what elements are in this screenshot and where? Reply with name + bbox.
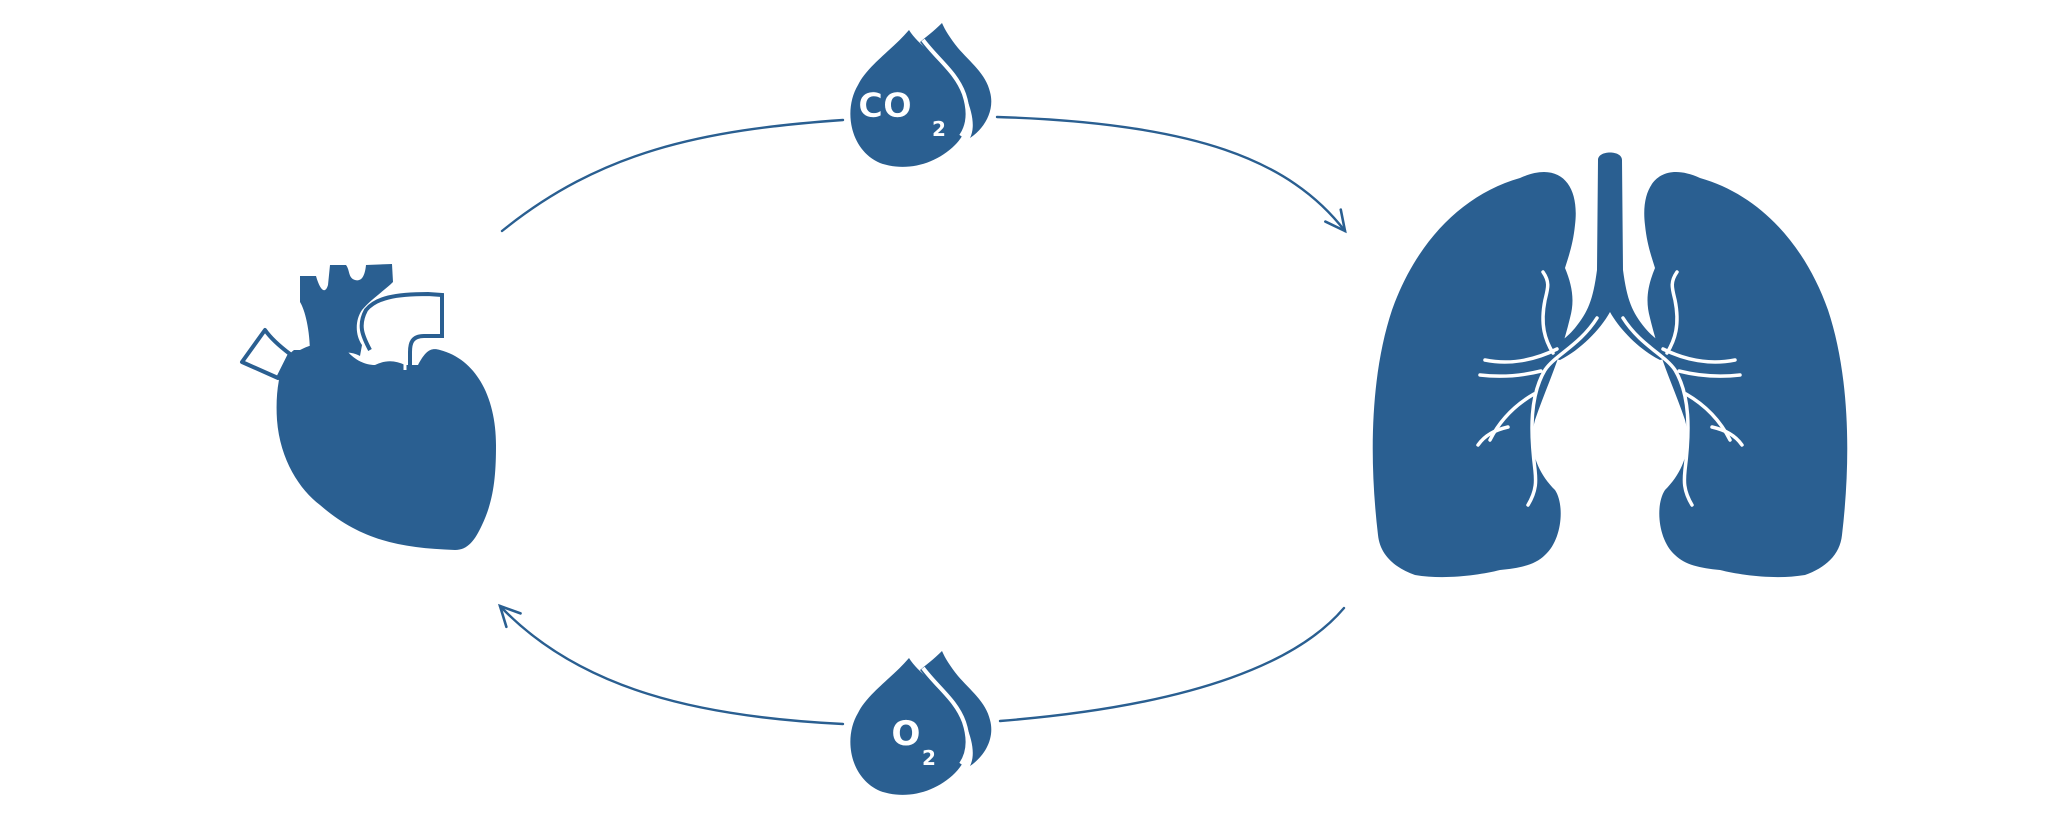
o2-droplet: O 2 <box>850 651 992 795</box>
droplet-icon <box>850 30 969 167</box>
trachea <box>1540 152 1680 360</box>
o2-subscript: 2 <box>922 746 936 770</box>
co2-droplet: CO 2 <box>850 23 992 167</box>
heart-vessels <box>300 264 393 356</box>
co2-formula: CO <box>858 86 912 126</box>
bronchi-left <box>1476 270 1599 507</box>
connectors <box>497 115 1347 726</box>
heart-body <box>276 343 496 550</box>
droplet-icon <box>850 658 969 795</box>
droplet-separator <box>921 38 970 138</box>
lung-right-lobe <box>1644 172 1848 578</box>
edge-co2-to-lungs-arrow <box>995 115 1347 234</box>
edge-lungs-to-o2 <box>998 606 1346 723</box>
edge-heart-to-co2 <box>500 118 845 233</box>
droplet-back-icon <box>920 651 992 766</box>
droplet-separator <box>921 666 970 766</box>
heart-icon <box>240 264 496 550</box>
heart-arch-outline <box>359 291 444 368</box>
lungs-icon <box>1372 152 1848 578</box>
o2-formula: O <box>892 714 921 754</box>
lung-left-lobe <box>1372 172 1576 578</box>
heart-arch <box>366 298 439 370</box>
co2-subscript: 2 <box>932 117 946 141</box>
edge-o2-to-heart-arrow <box>497 603 845 726</box>
bronchi-right <box>1621 270 1744 507</box>
droplet-back-icon <box>920 23 992 138</box>
heart-left-vessel <box>240 328 292 380</box>
